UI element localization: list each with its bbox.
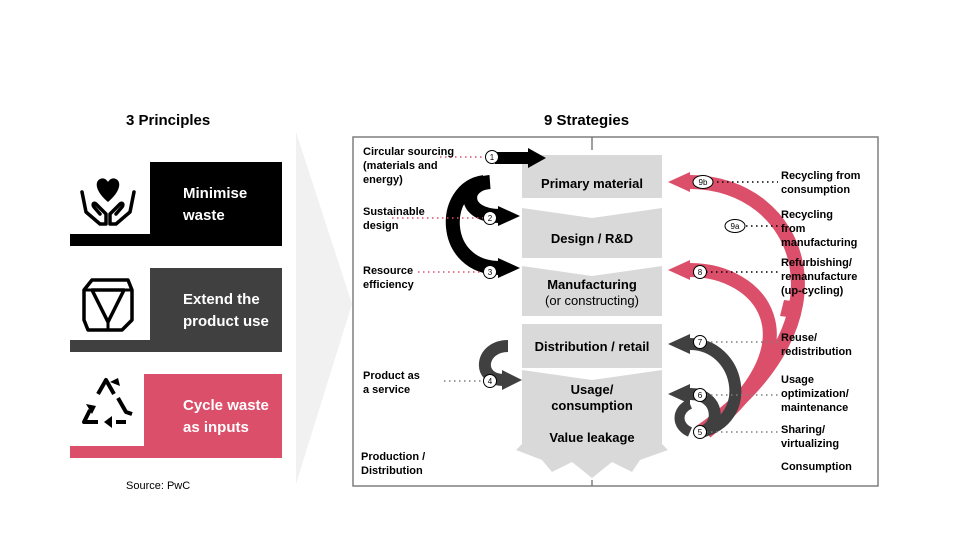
principle-label-3a: Cycle waste [183, 397, 269, 414]
stage-distribution: Distribution / retail [517, 339, 667, 355]
label-sustainable-design: Sustainable design [363, 206, 425, 232]
stage-label: Design / R&D [550, 231, 634, 246]
principle-label-3b: as inputs [183, 419, 249, 436]
stage-label: consumption [551, 398, 633, 413]
heart-hands-icon [80, 178, 136, 226]
source-note: Source: PwC [126, 480, 191, 492]
stage-chevrons [516, 155, 668, 478]
stage-primary-material: Primary material [517, 176, 667, 192]
stage-label: Primary material [541, 176, 643, 191]
recycle-icon [82, 378, 133, 428]
stage-label: Manufacturing [547, 277, 637, 292]
stage-sublabel: (or constructing) [545, 293, 639, 308]
stage-value-leakage: Value leakage [517, 430, 667, 446]
principle-card-extend-use: Extend the product use [70, 268, 282, 352]
marker-2: 2 [488, 214, 493, 223]
principle-label-1b: waste [183, 207, 225, 224]
marker-8: 8 [698, 268, 703, 277]
label-usage-optimization: Usage optimization/ maintenance [781, 374, 849, 414]
stage-label: Value leakage [549, 430, 635, 445]
stage-usage: Usage/ consumption [517, 382, 667, 414]
principles-heading: 3 Principles [126, 112, 211, 129]
stage-design: Design / R&D [517, 231, 667, 247]
stage-manufacturing: Manufacturing (or constructing) [517, 277, 667, 309]
connector-chevron [296, 132, 352, 484]
label-circular-sourcing: Circular sourcing (materials and energy) [363, 146, 455, 186]
stage-label: Usage/ [570, 382, 614, 397]
label-consumption: Consumption [781, 461, 852, 473]
label-reuse: Reuse/ redistribution [781, 332, 852, 358]
label-resource-efficiency: Resource efficiency [363, 265, 414, 291]
label-production-distribution: Production / Distribution [361, 451, 426, 477]
marker-9b: 9b [699, 178, 708, 187]
marker-7: 7 [698, 338, 703, 347]
label-refurbishing: Refurbishing/ remanufacture (up-cycling) [781, 257, 858, 297]
marker-3: 3 [488, 268, 493, 277]
principle-label-2b: product use [183, 313, 269, 330]
marker-9a: 9a [731, 222, 740, 231]
label-recycling-manufacturing: Recycling from manufacturing [781, 209, 858, 249]
label-product-service: Product as a service [363, 370, 420, 396]
marker-6: 6 [698, 391, 703, 400]
principle-card-minimise-waste: Minimise waste [70, 162, 282, 246]
principle-label-2a: Extend the [183, 291, 260, 308]
marker-4: 4 [488, 377, 493, 386]
principle-card-cycle-waste: Cycle waste as inputs [70, 374, 282, 458]
cube-icon [82, 278, 134, 332]
marker-5: 5 [698, 428, 703, 437]
strategies-heading: 9 Strategies [544, 112, 630, 129]
label-recycling-consumption: Recycling from consumption [781, 170, 861, 196]
marker-1: 1 [490, 153, 495, 162]
label-sharing: Sharing/ virtualizing [781, 424, 840, 450]
stage-label: Distribution / retail [534, 339, 650, 354]
principle-label-1a: Minimise [183, 185, 248, 202]
